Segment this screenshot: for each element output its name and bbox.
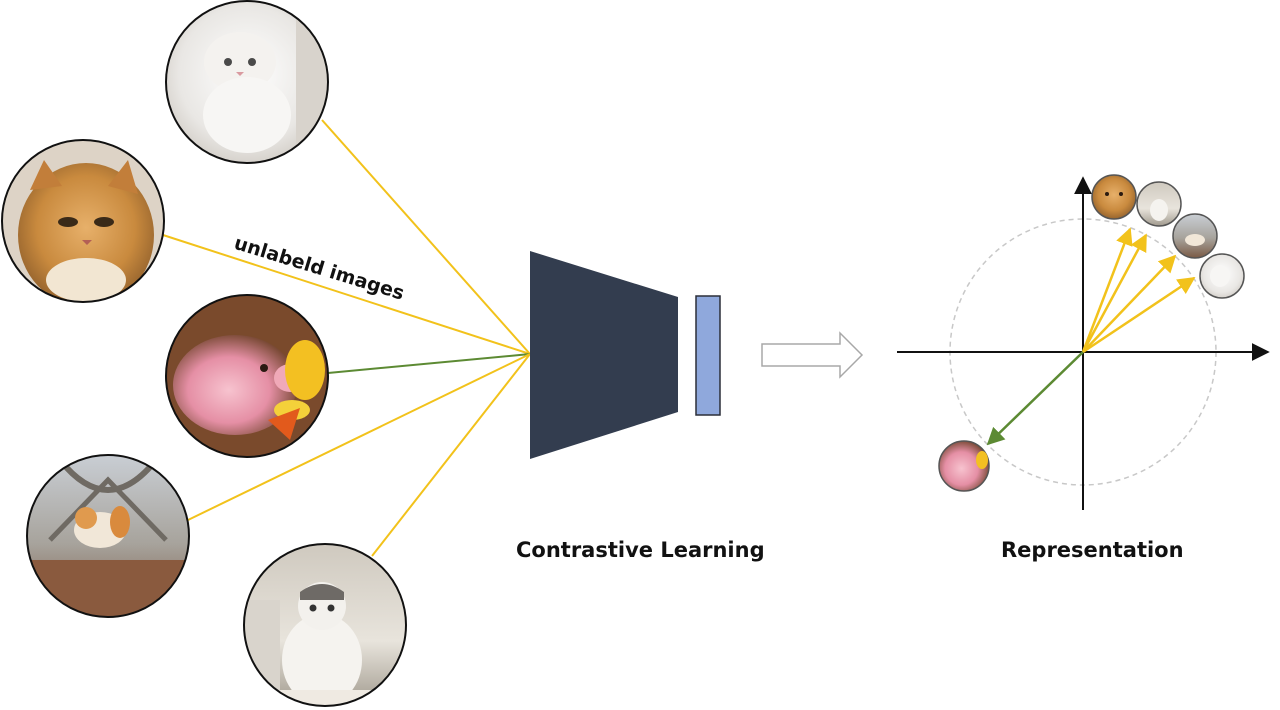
line-fold-cat <box>371 353 531 557</box>
connection-lines <box>162 119 531 557</box>
piglet-photo <box>165 294 329 458</box>
contrastive-learning-label: Contrastive Learning <box>516 538 765 562</box>
representation-space <box>897 174 1270 510</box>
process-arrow-icon <box>761 331 864 379</box>
cat-vector-4 <box>1082 276 1196 354</box>
line-orange-cat <box>162 234 531 355</box>
cat-eiffel-tower-photo <box>26 454 190 618</box>
thumb-eiffel-cat <box>1172 213 1218 259</box>
representation-label: Representation <box>1001 538 1184 562</box>
thumb-white-cat <box>1199 253 1245 299</box>
projection-head <box>695 295 721 416</box>
pig-vector <box>986 351 1084 446</box>
line-piglet <box>327 353 531 374</box>
thumb-piglet <box>938 440 990 492</box>
cat-vector-1 <box>1081 227 1133 353</box>
encoder-network <box>530 251 678 459</box>
scottish-fold-cat-photo <box>243 543 407 707</box>
orange-cat-photo <box>1 139 165 303</box>
thumb-orange-cat <box>1091 174 1137 220</box>
cat-vector-3 <box>1082 254 1177 353</box>
fluffy-white-cat-photo <box>165 0 329 164</box>
thumb-fold-cat <box>1136 181 1182 227</box>
line-eiffel-cat <box>187 353 531 521</box>
cat-vector-2 <box>1081 233 1148 353</box>
line-white-cat <box>321 119 531 355</box>
